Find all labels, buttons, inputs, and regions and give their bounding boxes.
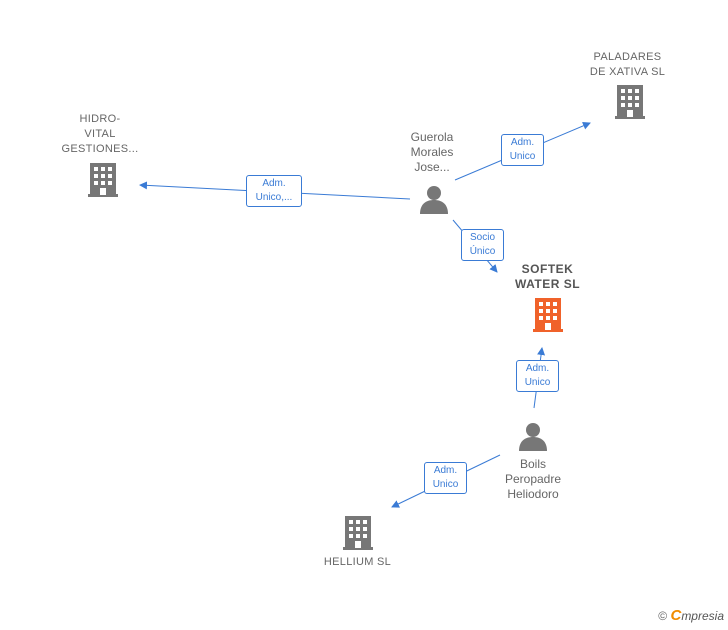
brand-word: mpresia (681, 609, 724, 623)
node-label-softek[interactable]: SOFTEK WATER SL (514, 262, 581, 291)
person-icon[interactable] (420, 186, 448, 214)
edge-label-guerola-hidro: Adm. Unico,... (246, 175, 302, 207)
node-label-hellium[interactable]: HELLIUM SL (323, 556, 392, 568)
building-icon[interactable] (615, 85, 645, 119)
building-icon[interactable] (88, 163, 118, 197)
node-label-paladares[interactable]: PALADARES DE XATIVA SL (589, 51, 666, 78)
building-icon[interactable] (343, 516, 373, 550)
node-label-boils[interactable]: Boils Peropadre Heliodoro (504, 457, 562, 501)
edge-label-boils-softek: Adm. Unico (516, 360, 559, 392)
brand-logo: © Cmpresia (658, 607, 724, 624)
edge-label-guerola-softek: Socio Único (461, 229, 504, 261)
copyright-symbol: © (658, 609, 668, 623)
edge-label-guerola-paladares: Adm. Unico (501, 134, 544, 166)
person-icon[interactable] (519, 423, 547, 451)
node-label-guerola[interactable]: Guerola Morales Jose... (410, 130, 454, 174)
building-main-icon[interactable] (533, 298, 563, 332)
brand-e: C (670, 607, 682, 624)
edge-label-boils-hellium: Adm. Unico (424, 462, 467, 494)
node-label-hidro[interactable]: HIDRO- VITAL GESTIONES... (61, 113, 139, 155)
